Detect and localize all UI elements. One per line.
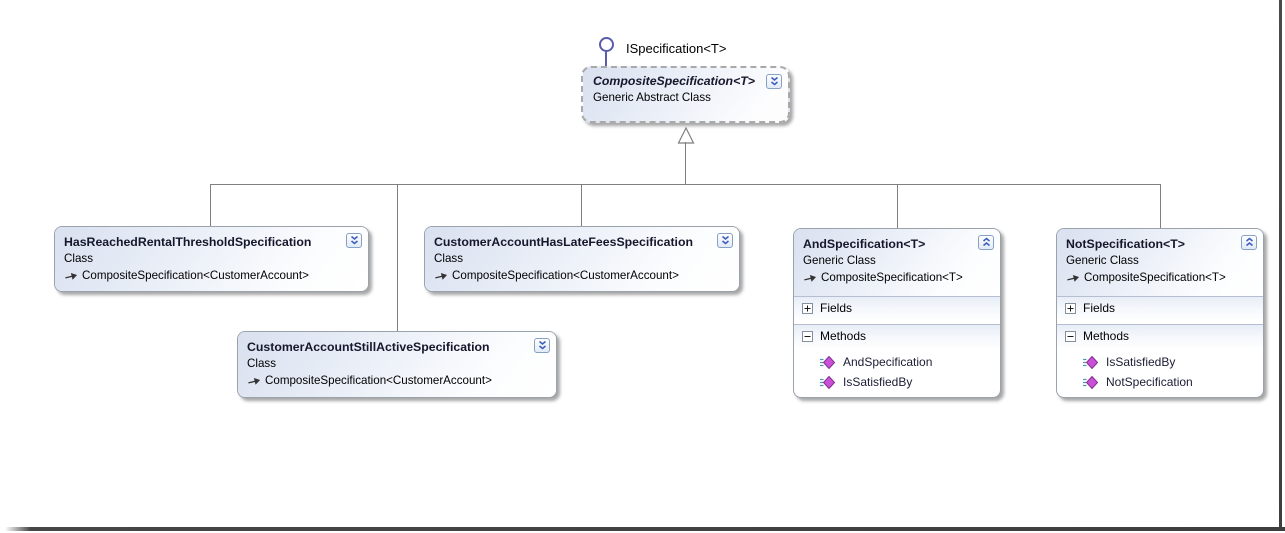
class-header: AndSpecification<T> Generic Class Compos…	[794, 229, 1000, 296]
class-node-customer-account-has-late-fees-specification[interactable]: CustomerAccountHasLateFeesSpecification …	[424, 226, 740, 292]
fields-section-header[interactable]: Fields	[1057, 296, 1263, 319]
class-node-not-specification[interactable]: NotSpecification<T> Generic Class Compos…	[1056, 228, 1264, 398]
section-gap	[794, 319, 1000, 324]
plus-box-icon[interactable]	[802, 302, 813, 314]
inherits-row: CompositeSpecification<CustomerAccount>	[247, 372, 532, 389]
inheritance-trunk-line	[685, 142, 686, 185]
connector-drop-class-5	[1160, 184, 1161, 228]
class-header: CompositeSpecification<T> Generic Abstra…	[583, 68, 788, 121]
double-chevron-down-icon	[720, 235, 731, 246]
inherits-row: CompositeSpecification<CustomerAccount>	[434, 267, 715, 284]
section-gap	[1057, 319, 1263, 324]
methods-section-header[interactable]: Methods	[1057, 324, 1263, 347]
plus-box-icon[interactable]	[1065, 302, 1076, 314]
class-header: NotSpecification<T> Generic Class Compos…	[1057, 229, 1263, 296]
fields-section-label: Fields	[820, 301, 853, 315]
double-chevron-down-icon	[769, 76, 780, 87]
connector-drop-class-1	[210, 184, 211, 226]
inherits-arrow-icon	[803, 272, 817, 283]
expand-chevron-button[interactable]	[534, 338, 550, 353]
class-title: NotSpecification<T>	[1066, 237, 1185, 251]
methods-section-label: Methods	[1083, 329, 1130, 343]
double-chevron-down-icon	[349, 235, 360, 246]
method-icon	[820, 375, 835, 389]
inheritance-bus-line	[210, 184, 1161, 185]
class-node-customer-account-still-active-specification[interactable]: CustomerAccountStillActiveSpecification …	[237, 331, 557, 398]
interface-lollipop-icon	[599, 37, 614, 52]
class-node-has-reached-rental-threshold-specification[interactable]: HasReachedRentalThresholdSpecification C…	[54, 226, 369, 292]
connector-drop-class-4	[897, 184, 898, 228]
method-icon	[820, 355, 835, 369]
method-name: IsSatisfiedBy	[1106, 355, 1176, 369]
class-title: CustomerAccountStillActiveSpecification	[247, 340, 490, 354]
expand-chevron-button[interactable]	[766, 74, 782, 89]
inherits-arrow-icon	[434, 270, 448, 281]
frame-border-right	[1279, 0, 1282, 531]
class-header: HasReachedRentalThresholdSpecification C…	[55, 227, 368, 291]
method-icon	[1083, 375, 1098, 389]
class-kind-label: Class	[247, 357, 276, 370]
class-title: AndSpecification<T>	[803, 237, 926, 251]
expand-chevron-button[interactable]	[717, 233, 733, 248]
connector-drop-class-2	[581, 184, 582, 226]
connector-drop-class-3	[397, 184, 398, 331]
methods-section-label: Methods	[820, 329, 867, 343]
inherits-row: CompositeSpecification<T>	[803, 269, 976, 286]
inheritance-triangle-icon	[677, 127, 695, 144]
class-kind-label: Generic Abstract Class	[593, 91, 711, 104]
class-title: CompositeSpecification<T>	[593, 74, 755, 88]
collapse-chevron-button[interactable]	[1241, 235, 1257, 250]
interface-lollipop-stem	[605, 51, 607, 66]
minus-box-icon[interactable]	[802, 330, 813, 342]
expand-chevron-button[interactable]	[346, 233, 362, 248]
methods-list: IsSatisfiedBy NotSpecification	[1057, 347, 1263, 392]
methods-section-header[interactable]: Methods	[794, 324, 1000, 347]
method-icon	[1083, 355, 1098, 369]
double-chevron-up-icon	[981, 237, 992, 248]
method-item[interactable]: NotSpecification	[1083, 372, 1263, 392]
class-kind-label: Generic Class	[1066, 254, 1139, 267]
method-name: IsSatisfiedBy	[843, 375, 913, 389]
inherits-type: CompositeSpecification<CustomerAccount>	[82, 269, 309, 282]
method-item[interactable]: IsSatisfiedBy	[1083, 352, 1263, 372]
inherits-type: CompositeSpecification<CustomerAccount>	[265, 374, 492, 387]
class-kind-label: Class	[434, 252, 463, 265]
method-item[interactable]: IsSatisfiedBy	[820, 372, 1000, 392]
method-name: AndSpecification	[843, 355, 933, 369]
inherits-row: CompositeSpecification<CustomerAccount>	[64, 267, 344, 284]
fields-section-label: Fields	[1083, 301, 1116, 315]
inherits-arrow-icon	[64, 270, 78, 281]
method-name: NotSpecification	[1106, 375, 1193, 389]
inherits-arrow-icon	[1066, 272, 1080, 283]
class-title: HasReachedRentalThresholdSpecification	[64, 235, 312, 249]
frame-border-bottom	[5, 527, 1285, 531]
double-chevron-down-icon	[537, 340, 548, 351]
inherits-row: CompositeSpecification<T>	[1066, 269, 1239, 286]
minus-box-icon[interactable]	[1065, 330, 1076, 342]
method-item[interactable]: AndSpecification	[820, 352, 1000, 372]
inherits-arrow-icon	[247, 375, 261, 386]
inherits-type: CompositeSpecification<T>	[821, 271, 963, 284]
class-kind-label: Class	[64, 252, 93, 265]
fields-section-header[interactable]: Fields	[794, 296, 1000, 319]
class-node-composite-specification[interactable]: CompositeSpecification<T> Generic Abstra…	[581, 66, 790, 123]
methods-list: AndSpecification IsSatisfiedBy	[794, 347, 1000, 392]
class-header: CustomerAccountHasLateFeesSpecification …	[425, 227, 739, 291]
class-header: CustomerAccountStillActiveSpecification …	[238, 332, 556, 397]
class-kind-label: Generic Class	[803, 254, 876, 267]
interface-label: ISpecification<T>	[626, 41, 727, 56]
class-node-and-specification[interactable]: AndSpecification<T> Generic Class Compos…	[793, 228, 1001, 398]
double-chevron-up-icon	[1244, 237, 1255, 248]
inherits-type: CompositeSpecification<T>	[1084, 271, 1226, 284]
class-title: CustomerAccountHasLateFeesSpecification	[434, 235, 693, 249]
inherits-type: CompositeSpecification<CustomerAccount>	[452, 269, 679, 282]
collapse-chevron-button[interactable]	[978, 235, 994, 250]
